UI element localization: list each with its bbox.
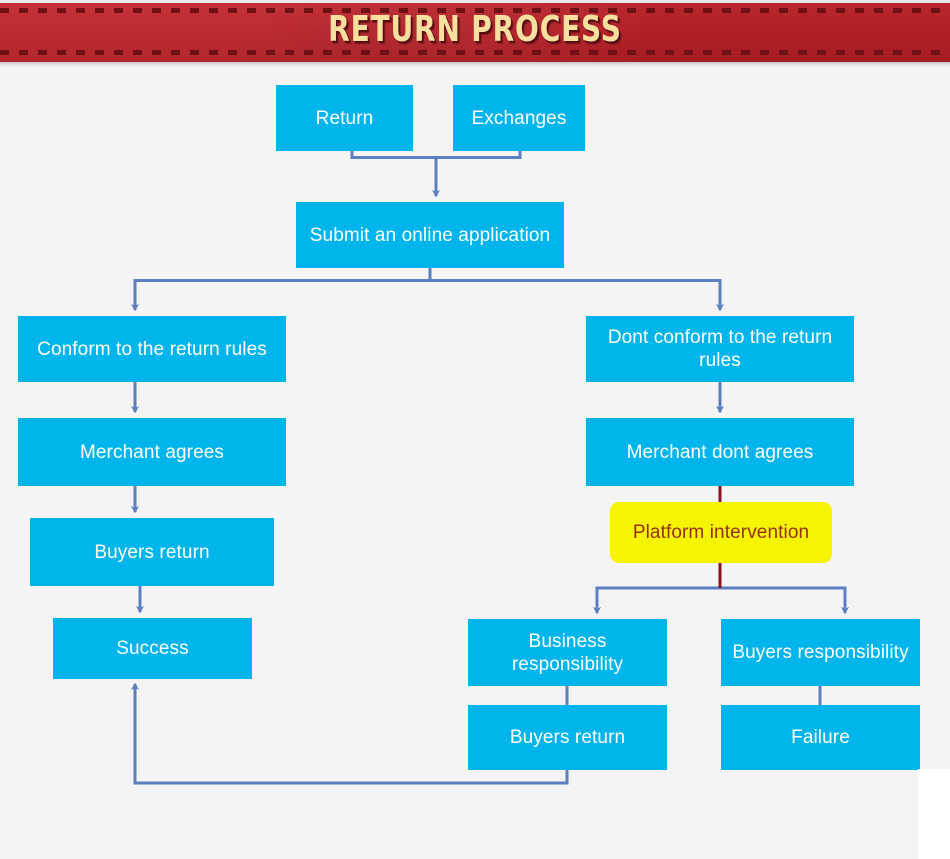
flowchart-connectors bbox=[130, 151, 850, 785]
node-business-responsibility[interactable]: Business responsibility bbox=[468, 619, 667, 686]
page-header-banner: RETURN PROCESS bbox=[0, 0, 950, 62]
node-success[interactable]: Success bbox=[53, 618, 252, 679]
node-platform-intervention[interactable]: Platform intervention bbox=[610, 502, 832, 563]
node-merchant-agrees[interactable]: Merchant agrees bbox=[18, 418, 286, 486]
node-failure[interactable]: Failure bbox=[721, 705, 920, 770]
node-submit-online-application[interactable]: Submit an online application bbox=[296, 202, 564, 268]
banner-drop-shadow bbox=[0, 62, 950, 69]
banner-stitch-bottom-decoration bbox=[0, 50, 950, 55]
banner-top-edge bbox=[0, 0, 950, 3]
image-corner-artifact bbox=[918, 769, 950, 859]
flowchart-canvas: Return Exchanges Submit an online applic… bbox=[0, 69, 950, 859]
node-merchant-dont-agrees[interactable]: Merchant dont agrees bbox=[586, 418, 854, 486]
node-exchanges[interactable]: Exchanges bbox=[453, 85, 585, 151]
node-conform-to-return-rules[interactable]: Conform to the return rules bbox=[18, 316, 286, 382]
banner-stitch-top-decoration bbox=[0, 8, 950, 13]
node-buyers-responsibility[interactable]: Buyers responsibility bbox=[721, 619, 920, 686]
node-buyers-return-left[interactable]: Buyers return bbox=[30, 518, 274, 586]
node-buyers-return-right[interactable]: Buyers return bbox=[468, 705, 667, 770]
node-return[interactable]: Return bbox=[276, 85, 413, 151]
page-title: RETURN PROCESS bbox=[328, 9, 622, 50]
node-dont-conform-to-return-rules[interactable]: Dont conform to the return rules bbox=[586, 316, 854, 382]
